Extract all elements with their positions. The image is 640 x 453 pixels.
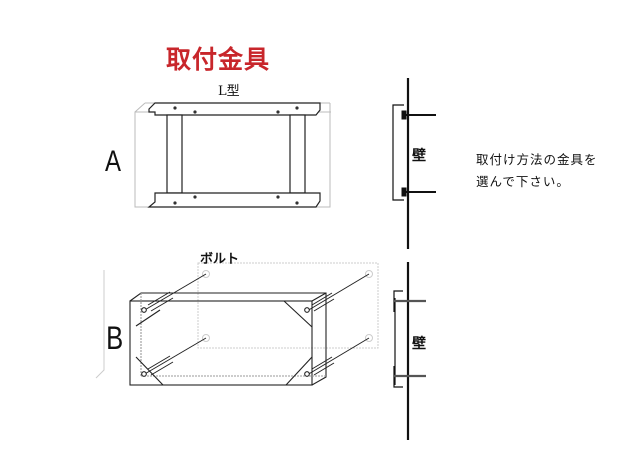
- wall-side-view-a: [392, 78, 436, 249]
- option-b-label: B: [106, 320, 124, 356]
- diagram-title: 取付金具: [166, 45, 271, 74]
- instruction-line-2: 選んで下さい。: [476, 174, 570, 189]
- option-a-label: A: [105, 145, 122, 178]
- wall-label-a: 壁: [412, 148, 426, 164]
- wall-label-b: 壁: [412, 336, 426, 352]
- wall-side-view-b: [393, 262, 426, 440]
- l-type-label: L型: [218, 84, 240, 99]
- instruction-text: 取付け方法の金具を 選んで下さい。: [476, 149, 598, 193]
- l-type-bracket-drawing: [134, 102, 331, 208]
- bolt-type-drawing: [95, 262, 379, 386]
- bolt-label: ボルト: [200, 252, 240, 267]
- instruction-line-1: 取付け方法の金具を: [476, 152, 598, 167]
